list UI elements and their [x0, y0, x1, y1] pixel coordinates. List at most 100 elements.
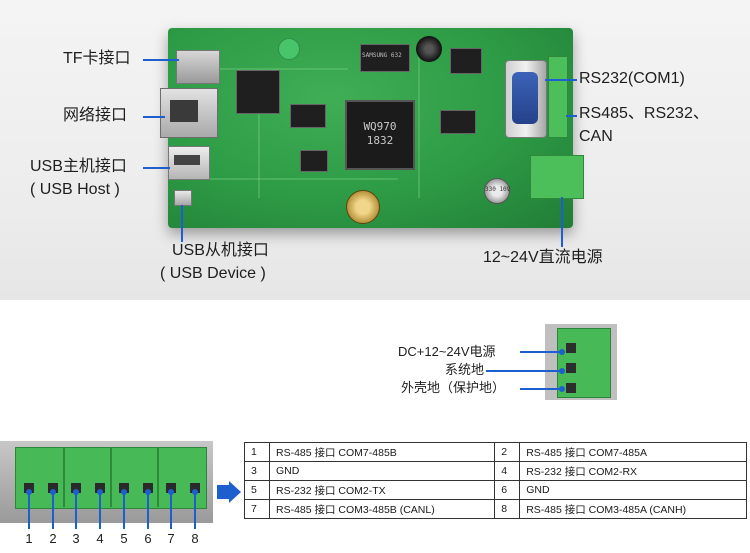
- pin-number: 4: [96, 531, 104, 546]
- pin-number-cell: 8: [494, 499, 521, 519]
- flash-memory-chip: [360, 44, 410, 72]
- pin-screw: [143, 483, 153, 493]
- pin-leader-dot: [145, 489, 151, 495]
- pin-number-cell: 4: [494, 461, 521, 481]
- pin-number-cell: 7: [244, 499, 270, 519]
- callout-rs485: RS485、RS232、: [579, 105, 709, 122]
- pin-screw: [71, 483, 81, 493]
- small-ic: [300, 150, 328, 172]
- pin-leader-line: [75, 493, 77, 529]
- pin-description-cell: RS-232 接口 COM2-RX: [519, 461, 747, 481]
- pin-description-cell: GND: [519, 480, 747, 500]
- callout-rs232: RS232(COM1): [579, 70, 685, 87]
- arrow-right-icon-head: [229, 481, 241, 503]
- usb-device-port: [174, 190, 192, 206]
- main-chip-label-2: 1832: [366, 134, 394, 147]
- callout-usb-device: USB从机接口: [172, 242, 269, 259]
- pin-screw: [166, 483, 176, 493]
- tf-card-slot: [176, 50, 220, 84]
- small-ic: [290, 104, 326, 128]
- capacitor-label: 330 10V: [485, 186, 511, 193]
- pin-number: 3: [72, 531, 80, 546]
- flash-chip-label: SAMSUNG 632: [362, 52, 402, 59]
- callout-tf-card: TF卡接口: [63, 50, 131, 67]
- serial-terminal-block: [548, 56, 568, 138]
- pin-number-cell: 6: [494, 480, 521, 500]
- leader-line-network: [143, 116, 165, 118]
- power-terminal-label-dc: DC+12~24V电源: [398, 344, 496, 359]
- pin-description-cell: RS-485 接口 COM3-485B (CANL): [268, 499, 496, 519]
- leader-line-gnd: [486, 370, 562, 372]
- pin-number: 5: [120, 531, 128, 546]
- leader-dot-gnd: [559, 368, 565, 374]
- pin-description-cell: RS-485 接口 COM7-485B: [268, 442, 496, 462]
- pin-leader-dot: [97, 489, 103, 495]
- leader-line-rs485: [566, 115, 577, 117]
- rj45-opening: [170, 100, 198, 122]
- main-chip-label-1: WQ970: [363, 120, 397, 133]
- connector-divider: [157, 447, 159, 507]
- power-terminal-block: [530, 155, 584, 199]
- power-terminal-block-closeup: [557, 328, 611, 398]
- callout-can: CAN: [579, 128, 613, 145]
- leader-dot-shell: [559, 386, 565, 392]
- pin-number: 1: [25, 531, 33, 546]
- ethernet-phy-chip: [236, 70, 280, 114]
- callout-usb-host: USB主机接口: [30, 158, 127, 175]
- leader-line-power: [561, 197, 563, 247]
- leader-dot-dc: [559, 349, 565, 355]
- small-ic: [440, 110, 476, 134]
- pin-leader-line: [99, 493, 101, 529]
- coin-battery: [346, 190, 380, 224]
- pin-number: 2: [49, 531, 57, 546]
- pin-screw: [190, 483, 200, 493]
- pin-leader-line: [28, 493, 30, 529]
- callout-network: 网络接口: [63, 107, 128, 124]
- pin-number: 8: [191, 531, 199, 546]
- small-ic: [450, 48, 482, 74]
- pin-description-cell: RS-485 接口 COM3-485A (CANH): [519, 499, 747, 519]
- db9-face: [512, 72, 538, 124]
- pin-leader-dot: [121, 489, 127, 495]
- pin-leader-dot: [192, 489, 198, 495]
- callout-power: 12~24V直流电源: [483, 249, 603, 266]
- pin-screw: [95, 483, 105, 493]
- pin-number-cell: 3: [244, 461, 270, 481]
- power-terminal-label-shell: 外壳地（保护地）: [401, 380, 506, 395]
- pin-number: 7: [167, 531, 175, 546]
- connector-divider: [63, 447, 65, 507]
- pin-leader-line: [170, 493, 172, 529]
- pin-description-cell: RS-485 接口 COM7-485A: [519, 442, 747, 462]
- callout-usb-host-en: ( USB Host ): [30, 181, 120, 198]
- pin-description-cell: RS-232 接口 COM2-TX: [268, 480, 496, 500]
- pin-leader-dot: [168, 489, 174, 495]
- pin-number: 6: [144, 531, 152, 546]
- main-processor-chip: WQ970 1832: [345, 100, 415, 170]
- leader-line-usb-device: [181, 205, 183, 242]
- leader-line-usb-host: [143, 167, 170, 169]
- pin-leader-line: [123, 493, 125, 529]
- pin-screw: [48, 483, 58, 493]
- electrolytic-capacitor: [484, 178, 510, 204]
- usb-host-opening: [174, 155, 200, 165]
- pin-leader-line: [52, 493, 54, 529]
- leader-line-rs232: [545, 79, 577, 81]
- green-sticker: [278, 38, 300, 60]
- pin-leader-dot: [26, 489, 32, 495]
- pin-number-cell: 2: [494, 442, 521, 462]
- pin-leader-dot: [73, 489, 79, 495]
- pin-number-cell: 5: [244, 480, 270, 500]
- pin-number-cell: 1: [244, 442, 270, 462]
- power-terminal-label-gnd: 系统地: [445, 362, 485, 377]
- connector-divider: [110, 447, 112, 507]
- pin-leader-line: [147, 493, 149, 529]
- pin-screw: [119, 483, 129, 493]
- leader-line-shell: [520, 388, 562, 390]
- arrow-right-icon: [217, 485, 229, 499]
